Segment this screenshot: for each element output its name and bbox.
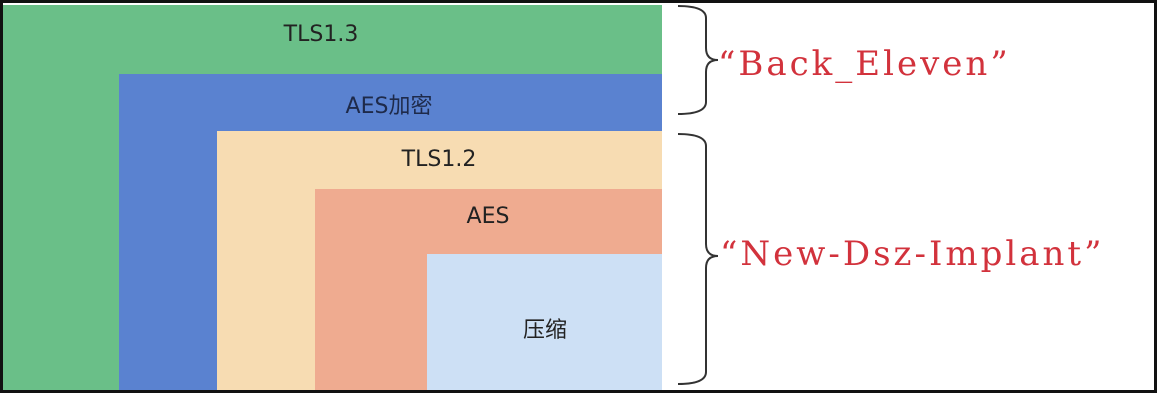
group-label-back-eleven: “Back_Eleven” [718, 44, 1011, 84]
layer-compression-label: 压缩 [522, 318, 568, 343]
brace-top-icon [677, 5, 719, 115]
layer-compression: 压缩 [427, 254, 662, 390]
group-label-new-dsz-implant: “New-Dsz-Implant” [720, 234, 1105, 274]
brace-bottom-icon [677, 133, 719, 385]
layer-tls12-label: TLS1.2 [401, 147, 477, 172]
layer-tls13-label: TLS1.3 [283, 22, 359, 47]
layer-aes-encryption-label: AES加密 [345, 94, 433, 119]
layer-aes-label: AES [466, 204, 510, 229]
